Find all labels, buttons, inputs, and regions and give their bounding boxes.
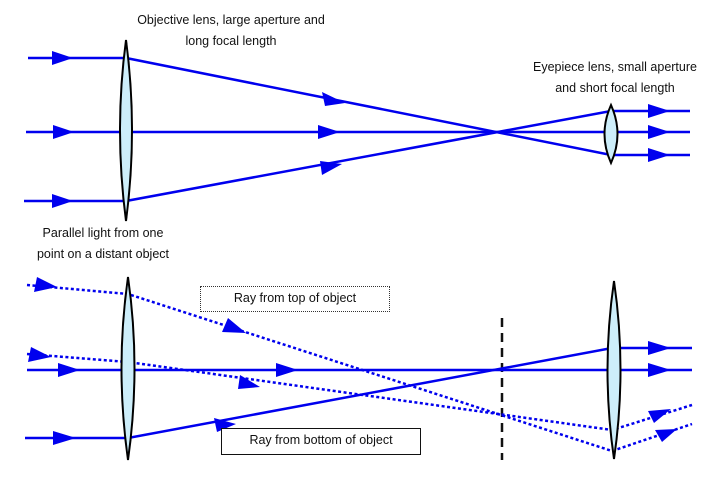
arrow-icon xyxy=(318,125,340,139)
objective-lens-label: Objective lens, large aperture and long … xyxy=(136,10,326,52)
eyepiece-lens xyxy=(606,280,622,460)
parallel-light-label: Parallel light from one point on a dista… xyxy=(28,223,178,265)
arrow-icon xyxy=(52,194,73,208)
bottom-dotted-rays xyxy=(26,283,693,453)
objective-lens-label-line-1: Objective lens, large aperture and xyxy=(137,13,325,27)
bottom-diagram xyxy=(25,276,693,461)
top-of-object-ray-1 xyxy=(26,283,693,453)
top-of-object-ray-2 xyxy=(26,352,693,432)
parallel-light-label-line-2: point on a distant object xyxy=(36,247,170,261)
bottom-arrowheads xyxy=(28,277,677,445)
arrow-icon xyxy=(648,363,671,377)
eyepiece-lens-label: Eyepiece lens, small aperture and short … xyxy=(527,57,703,99)
eyepiece-lens xyxy=(603,102,619,166)
arrow-icon xyxy=(648,409,671,423)
top-ray-label: Ray from top of object xyxy=(200,286,390,312)
eyepiece-lens-label-line-1: Eyepiece lens, small aperture xyxy=(533,60,697,74)
parallel-light-label-line-1: Parallel light from one xyxy=(42,226,164,240)
objective-lens xyxy=(120,276,136,461)
arrow-icon xyxy=(322,92,345,106)
arrow-icon xyxy=(238,375,260,389)
arrow-icon xyxy=(320,161,342,175)
objective-lens-label-line-2: long focal length xyxy=(185,34,277,48)
eyepiece-lens-label-line-2: and short focal length xyxy=(555,81,675,95)
arrow-icon xyxy=(276,363,298,377)
arrow-icon xyxy=(655,429,677,442)
top-arrowheads xyxy=(52,51,670,208)
arrow-icon xyxy=(648,341,671,355)
objective-lens xyxy=(119,39,133,222)
arrow-icon xyxy=(222,318,246,333)
arrow-icon xyxy=(53,125,74,139)
arrow-icon xyxy=(58,363,80,377)
arrow-icon xyxy=(214,418,236,432)
arrow-icon xyxy=(648,125,670,139)
top-diagram xyxy=(24,39,690,222)
arrow-icon xyxy=(53,431,76,445)
arrow-icon xyxy=(34,277,57,292)
bottom-ray-label: Ray from bottom of object xyxy=(221,428,421,455)
arrow-icon xyxy=(28,347,51,362)
arrow-icon xyxy=(648,148,670,162)
arrow-icon xyxy=(52,51,73,65)
arrow-icon xyxy=(648,104,670,118)
